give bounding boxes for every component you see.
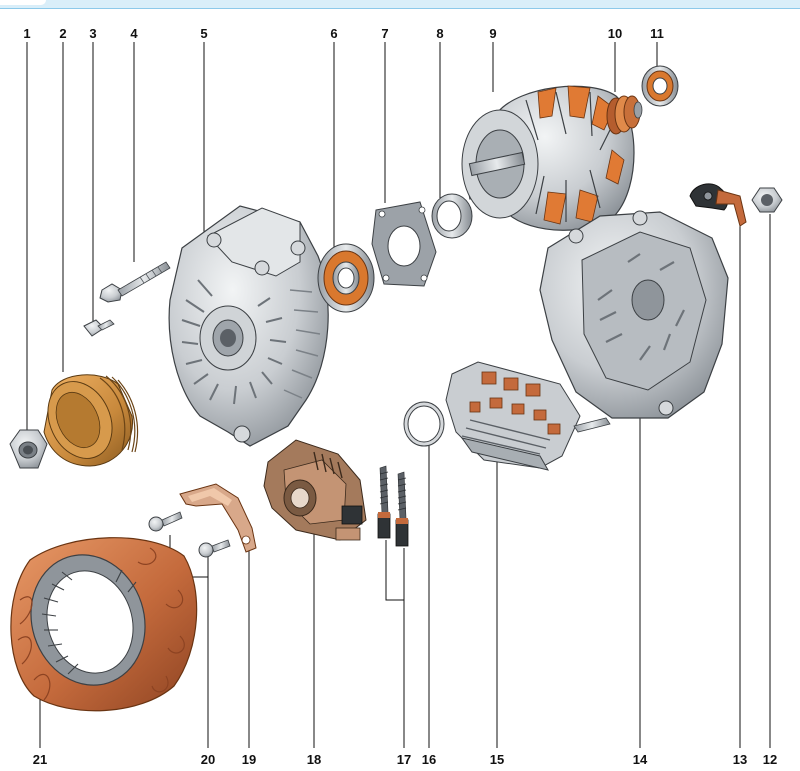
part-11-rear-bearing [641, 65, 679, 107]
label-19: 19 [242, 752, 256, 767]
part-6-front-bearing [317, 243, 375, 313]
header-tab [0, 0, 46, 5]
part-1-pulley-nut [9, 429, 48, 469]
label-6: 6 [330, 26, 337, 41]
top-labels: 1 2 3 4 5 6 7 8 9 10 11 [23, 26, 663, 41]
part-7-retainer-plate [371, 201, 437, 287]
label-12: 12 [763, 752, 777, 767]
part-14-rear-housing [539, 210, 729, 419]
bottom-labels: 21 20 19 18 17 16 15 14 13 12 [33, 752, 777, 767]
part-10-slip-rings [606, 95, 643, 135]
header-accent-bar [0, 0, 800, 9]
screw-upper [148, 511, 183, 532]
label-16: 16 [422, 752, 436, 767]
part-19-bracket [179, 483, 257, 553]
label-18: 18 [307, 752, 321, 767]
part-5-front-housing [168, 205, 329, 447]
part-8-spacer-ring [431, 193, 473, 239]
brush-left [377, 465, 391, 539]
label-11: 11 [650, 26, 664, 41]
label-1: 1 [23, 26, 30, 41]
label-4: 4 [130, 26, 138, 41]
label-17: 17 [397, 752, 411, 767]
label-20: 20 [201, 752, 215, 767]
screw-lower [198, 539, 231, 558]
brush-right [395, 471, 409, 547]
part-4-long-bolt [99, 261, 171, 303]
label-7: 7 [381, 26, 388, 41]
label-21: 21 [33, 752, 47, 767]
part-9-rotor [461, 85, 635, 231]
leader-17 [385, 540, 405, 748]
label-15: 15 [490, 752, 504, 767]
label-10: 10 [608, 26, 622, 41]
label-2: 2 [59, 26, 66, 41]
label-13: 13 [733, 752, 747, 767]
leader-lines-top [26, 42, 658, 432]
part-16-spring-washer [403, 401, 445, 447]
label-5: 5 [200, 26, 207, 41]
part-20-screws [148, 511, 231, 558]
part-3-small-bolt [83, 319, 115, 337]
part-15-rectifier [445, 361, 611, 471]
part-18-voltage-regulator [263, 439, 367, 541]
part-13-terminal-connector [689, 183, 747, 227]
part-2-pulley [43, 374, 139, 467]
part-17-brushes [377, 465, 409, 547]
label-8: 8 [436, 26, 443, 41]
part-12-terminal-nut [751, 187, 783, 213]
label-3: 3 [89, 26, 96, 41]
part-21-stator [10, 537, 198, 712]
label-9: 9 [489, 26, 496, 41]
label-14: 14 [633, 752, 648, 767]
